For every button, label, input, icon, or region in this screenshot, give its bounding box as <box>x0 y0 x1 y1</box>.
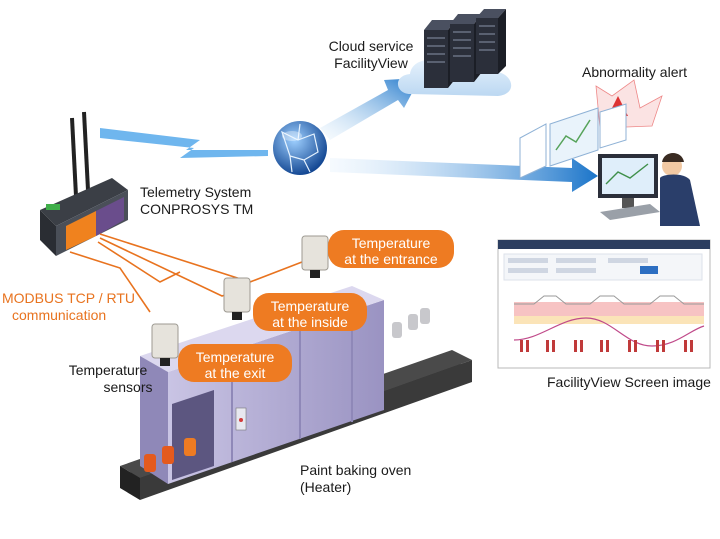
facilityview-screen-caption: FacilityView Screen image <box>547 374 711 390</box>
cloud-service-label: Cloud service FacilityView <box>316 38 426 72</box>
temperature-sensors-line-1: Temperature <box>68 362 148 378</box>
sensor-inside-icon <box>223 277 251 320</box>
telemetry-system-title: Telemetry System <box>140 184 252 200</box>
cloud-upload-arrow <box>320 78 420 140</box>
abnormality-alert-label: Abnormality alert <box>582 64 688 80</box>
sensor-entrance-icon <box>301 235 329 278</box>
facilityview-screen-image <box>497 239 711 369</box>
temperature-sensors-line-2: sensors <box>103 379 153 395</box>
modbus-line-2: communication <box>12 307 107 323</box>
bubble-temperature-inside: Temperature at the inside <box>253 293 367 331</box>
bubble-inside-line-2: at the inside <box>272 314 348 330</box>
temperature-sensors-label: Temperature sensors <box>58 362 158 396</box>
operator-workstation-icon <box>598 153 700 226</box>
screen-panels-icon <box>519 103 627 179</box>
modbus-label: MODBUS TCP / RTU communication <box>2 290 135 324</box>
bubble-exit-line-1: Temperature <box>195 349 275 365</box>
telemetry-system-label: Telemetry System CONPROSYS TM <box>140 184 253 218</box>
cloud-server-icon <box>397 9 512 96</box>
wireless-signal <box>100 128 268 158</box>
telemetry-device-icon <box>40 111 128 256</box>
cloud-service-title: Cloud service <box>328 38 414 54</box>
paint-oven-label: Paint baking oven (Heater) <box>300 462 411 496</box>
bubble-inside-line-1: Temperature <box>270 298 350 314</box>
bubble-entrance-line-2: at the entrance <box>344 251 438 267</box>
paint-baking-oven <box>120 286 472 500</box>
bubble-temperature-exit: Temperature at the exit <box>178 344 292 382</box>
cloud-service-name: FacilityView <box>334 55 408 71</box>
bubble-exit-line-2: at the exit <box>204 365 266 381</box>
bubble-entrance-line-1: Temperature <box>351 235 431 251</box>
bubble-temperature-entrance: Temperature at the entrance <box>328 230 454 268</box>
paint-oven-line-1: Paint baking oven <box>300 462 412 478</box>
sensor-exit-icon <box>151 323 179 366</box>
modbus-line-1: MODBUS TCP / RTU <box>2 290 136 306</box>
globe-icon <box>273 121 327 175</box>
telemetry-system-name: CONPROSYS TM <box>140 201 254 217</box>
paint-oven-line-2: (Heater) <box>300 479 352 495</box>
